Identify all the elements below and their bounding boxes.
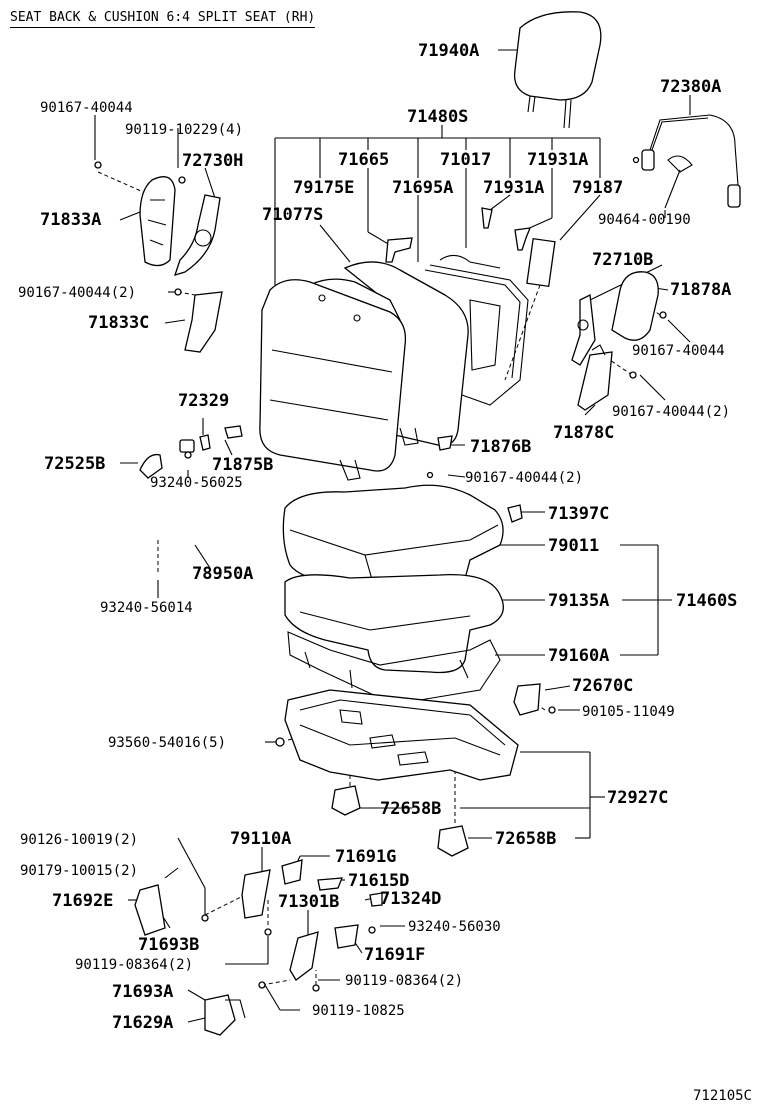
part-label-72329: 72329	[178, 391, 229, 411]
part-label-90464-00190: 90464-00190	[598, 212, 691, 228]
part-label-90105-11049: 90105-11049	[582, 704, 675, 720]
part-label-71629a: 71629A	[112, 1013, 173, 1033]
part-label-71017: 71017	[440, 150, 491, 170]
part-label-71460s: 71460S	[676, 591, 737, 611]
part-label-71691f: 71691F	[364, 945, 425, 965]
seat-frame-part	[385, 207, 556, 406]
part-label-71875b: 71875B	[212, 455, 273, 475]
right-side-part	[571, 271, 667, 411]
part-label-71940a: 71940A	[418, 41, 479, 61]
part-label-71615d: 71615D	[348, 871, 409, 891]
part-label-79175e: 79175E	[293, 178, 354, 198]
part-label-90126-10019-2-: 90126-10019(2)	[20, 832, 138, 848]
part-label-93240-56014: 93240-56014	[100, 600, 193, 616]
part-label-79187: 79187	[572, 178, 623, 198]
part-label-90179-10015-2-: 90179-10015(2)	[20, 863, 138, 879]
part-label-79011: 79011	[548, 536, 599, 556]
part-label-93240-56025: 93240-56025	[150, 475, 243, 491]
part-label-71833c: 71833C	[88, 313, 149, 333]
part-label-71692e: 71692E	[52, 891, 113, 911]
part-label-71480s: 71480S	[407, 107, 468, 127]
diagram-reference-number: 712105C	[692, 1088, 752, 1104]
part-label-72525b: 72525B	[44, 454, 105, 474]
part-label-71931a: 71931A	[483, 178, 544, 198]
track-parts	[134, 859, 383, 1036]
part-label-71695a: 71695A	[392, 178, 453, 198]
part-label-90119-08364-2-: 90119-08364(2)	[75, 957, 193, 973]
part-labels: 71940A 72380A 71480S 90167-40044 90119-10229…	[18, 41, 737, 1033]
part-label-72658b: 72658B	[495, 829, 556, 849]
part-label-79110a: 79110A	[230, 829, 291, 849]
part-label-72927c: 72927C	[607, 788, 668, 808]
part-label-72710b: 72710B	[592, 250, 653, 270]
part-label-79160a: 79160A	[548, 646, 609, 666]
part-label-72730h: 72730H	[182, 151, 243, 171]
diagram-title: SEAT BACK & CUSHION 6:4 SPLIT SEAT (RH)	[10, 10, 316, 28]
part-label-71397c: 71397C	[548, 504, 609, 524]
seat-cushion-part	[282, 484, 523, 701]
release-handle-part	[139, 425, 453, 479]
part-label-72380a: 72380A	[660, 77, 721, 97]
part-label-79135a: 79135A	[548, 591, 609, 611]
seat-base-part	[275, 683, 556, 857]
leader-lines	[94, 49, 691, 1023]
part-label-71693b: 71693B	[138, 935, 199, 955]
part-label-71931a: 71931A	[527, 150, 588, 170]
part-label-71665: 71665	[338, 150, 389, 170]
part-label-78950a: 78950A	[192, 564, 253, 584]
part-label-72658b: 72658B	[380, 799, 441, 819]
part-label-71301b: 71301B	[278, 892, 339, 912]
part-label-71693a: 71693A	[112, 982, 173, 1002]
left-cover-part	[94, 161, 221, 276]
part-label-71691g: 71691G	[335, 847, 396, 867]
part-label-90167-40044-2-: 90167-40044(2)	[18, 285, 136, 301]
part-label-90167-40044-2-: 90167-40044(2)	[465, 470, 583, 486]
part-label-90119-10229-4-: 90119-10229(4)	[125, 122, 243, 138]
headrest-part	[513, 11, 602, 129]
part-label-72670c: 72670C	[572, 676, 633, 696]
part-label-90119-08364-2-: 90119-08364(2)	[345, 973, 463, 989]
part-label-93560-54016-5-: 93560-54016(5)	[108, 735, 226, 751]
part-label-90167-40044-2-: 90167-40044(2)	[612, 404, 730, 420]
part-label-93240-56030: 93240-56030	[408, 919, 501, 935]
lower-cover-part	[174, 288, 223, 353]
part-label-71878c: 71878C	[553, 423, 614, 443]
part-label-71876b: 71876B	[470, 437, 531, 457]
part-label-71324d: 71324D	[380, 889, 441, 909]
seat-back-part	[259, 261, 469, 481]
cable-part	[632, 114, 741, 208]
part-label-90167-40044: 90167-40044	[632, 343, 725, 359]
part-label-71878a: 71878A	[670, 280, 731, 300]
part-label-71833a: 71833A	[40, 210, 101, 230]
part-label-71077s: 71077S	[262, 205, 323, 225]
part-label-90167-40044: 90167-40044	[40, 100, 133, 116]
part-label-90119-10825: 90119-10825	[312, 1003, 405, 1019]
